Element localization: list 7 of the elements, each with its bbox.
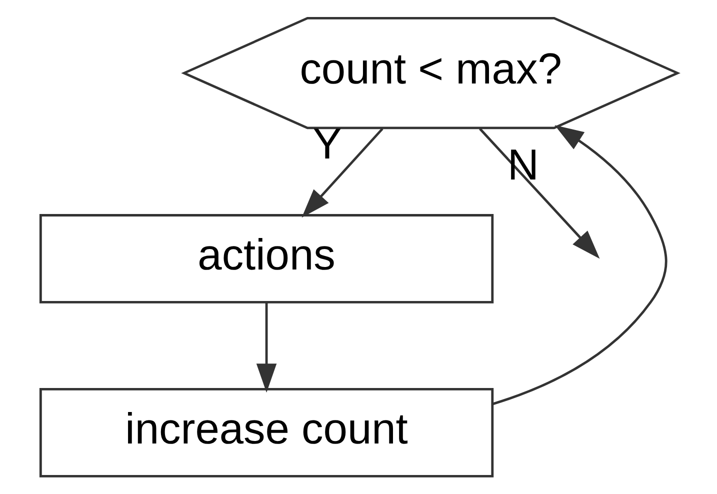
arrow [492,125,667,406]
arrow [256,302,276,393]
node-box: actions [38,214,494,304]
arrow [478,128,600,259]
node-box: increase count [38,388,494,478]
arrow [301,128,383,218]
edge-label: N [507,141,538,190]
